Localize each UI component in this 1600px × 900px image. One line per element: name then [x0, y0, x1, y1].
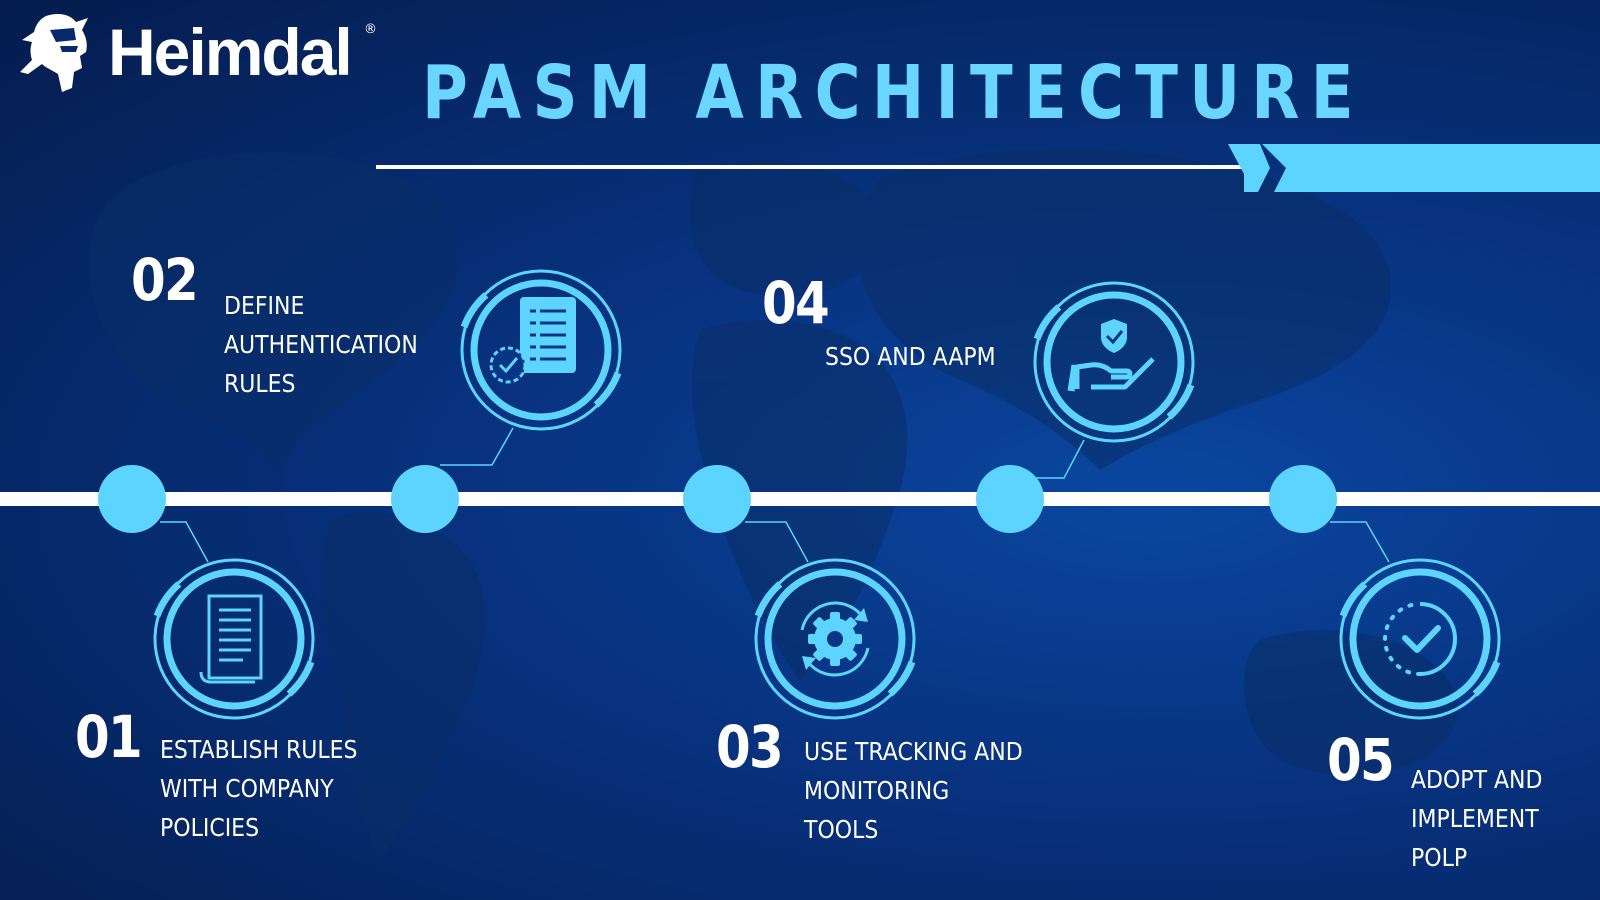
step-02-badge: [460, 269, 622, 431]
checklist-approved-icon: [489, 297, 576, 384]
step-04-label: SSO AND AAPM: [825, 342, 996, 371]
timeline-node-01: [98, 465, 166, 533]
timeline-bar: [0, 492, 1600, 506]
scroll-document-icon: [199, 594, 263, 684]
step-03-number: 03: [716, 713, 784, 781]
title-underline: [376, 165, 1248, 169]
title-accent-shape: [1228, 144, 1600, 192]
step-04-number: 04: [762, 269, 830, 337]
step-01-badge: [153, 558, 315, 720]
brand-logo: Heimdal ®: [16, 12, 386, 94]
page-title: PASM ARCHITECTURE: [422, 50, 1365, 136]
timeline-node-02: [391, 465, 459, 533]
hand-shield-icon: [1067, 319, 1155, 392]
registered-mark: ®: [364, 22, 377, 37]
step-05-number: 05: [1327, 726, 1395, 794]
step-01-number: 01: [75, 703, 143, 771]
progress-check-icon: [1383, 602, 1457, 676]
brand-name: Heimdal: [108, 15, 353, 89]
step-02-number: 02: [131, 246, 199, 314]
viking-helmet-icon: [20, 14, 88, 92]
step-05-label: ADOPT AND IMPLEMENT POLP: [1411, 765, 1543, 872]
timeline-node-05: [1269, 465, 1337, 533]
step-03-label: USE TRACKING AND MONITORING TOOLS: [804, 737, 1023, 844]
step-01-label: ESTABLISH RULES WITH COMPANY POLICIES: [160, 735, 358, 842]
gear-refresh-icon: [800, 601, 870, 677]
step-03-badge: [754, 558, 916, 720]
timeline-node-03: [683, 465, 751, 533]
step-02-label: DEFINE AUTHENTICATION RULES: [224, 291, 418, 398]
timeline-node-04: [976, 465, 1044, 533]
step-04-badge: [1033, 281, 1195, 443]
step-05-badge: [1339, 558, 1501, 720]
